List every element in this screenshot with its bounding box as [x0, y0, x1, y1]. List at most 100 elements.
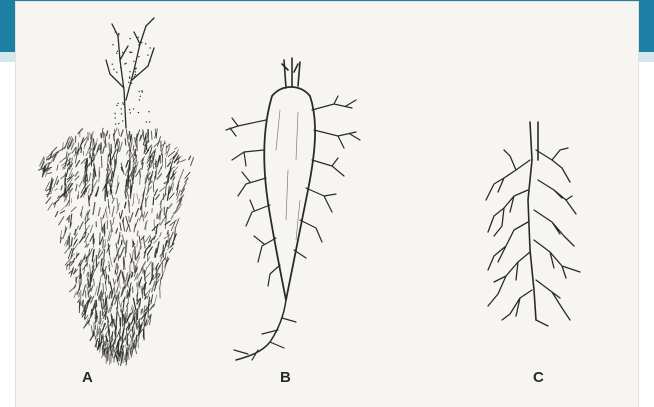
fibrous-root-hair	[109, 134, 110, 138]
fibrous-root-hair	[126, 130, 127, 139]
fibrous-root-hair	[115, 263, 117, 273]
fibrous-root-texture	[135, 74, 136, 75]
fibrous-root-texture	[138, 37, 139, 38]
fibrous-root-hair	[144, 146, 145, 154]
fibrous-root-hair	[139, 280, 140, 288]
fibrous-root-hair	[169, 232, 173, 242]
fibrous-root-hair	[141, 286, 142, 295]
fibrous-root-hair	[157, 137, 160, 147]
fibrous-root-texture	[150, 60, 151, 61]
fibrous-root-texture	[135, 68, 136, 69]
fibrous-root-hair	[103, 240, 104, 248]
fibrous-root-texture	[115, 123, 116, 124]
fibrous-root-hair	[91, 286, 93, 292]
fibrous-root-hair	[48, 203, 53, 210]
fibrous-root-hair	[60, 158, 66, 163]
fibrous-root-hair	[71, 207, 76, 212]
fibrous-root-hair	[100, 237, 103, 245]
fibrous-root-hair	[61, 205, 66, 210]
fibrous-root-hair	[114, 254, 117, 262]
fibrous-root-texture	[118, 34, 119, 35]
fibrous-root-texture	[122, 102, 123, 103]
fibrous-root-hair	[139, 236, 140, 243]
fibrous-root-hair	[181, 160, 186, 162]
fibrous-root-texture	[112, 63, 113, 64]
fibrous-root-hair	[144, 306, 145, 314]
fibrous-root-hair	[119, 142, 120, 149]
fibrous-root-texture	[139, 91, 140, 92]
fibrous-root-hair	[174, 148, 177, 150]
fibrous-root-hair	[107, 317, 108, 322]
fibrous-root-hair	[75, 172, 78, 176]
fibrous-root-hair	[88, 196, 89, 206]
fibrous-root-hair	[146, 288, 152, 295]
fibrous-root-hair	[57, 180, 59, 184]
fibrous-root-texture	[124, 63, 125, 64]
fibrous-root-hair	[143, 191, 144, 198]
fibrous-root-texture	[141, 90, 142, 91]
fibrous-root-hair	[146, 138, 147, 150]
fibrous-root-hair	[105, 267, 107, 271]
fibrous-root-hair	[122, 339, 123, 349]
fibrous-root-hair	[86, 147, 89, 155]
fibrous-root-hair	[144, 212, 145, 217]
fibrous-root-texture	[148, 111, 149, 112]
fibrous-root-hair	[167, 231, 168, 235]
fibrous-root-hair	[69, 261, 70, 270]
label-c: C	[533, 369, 544, 386]
fibrous-root-texture	[128, 82, 129, 83]
fibrous-root-hair	[114, 129, 115, 136]
fibrous-root-hair	[169, 204, 173, 208]
fibrous-root-hair	[85, 254, 86, 259]
taproot-drawing	[226, 58, 360, 360]
fibrous-root-texture	[115, 31, 116, 32]
fibrous-root-hair	[90, 264, 91, 273]
fibrous-root-hair	[121, 130, 123, 136]
fibrous-root-hair	[103, 147, 105, 154]
fibrous-root-hair	[69, 193, 70, 206]
fibrous-root-hair	[146, 196, 148, 201]
fibrous-root-hair	[154, 295, 157, 307]
fibrous-root-hair	[109, 265, 110, 271]
fibrous-root-hair	[98, 326, 100, 334]
fibrous-root-texture	[117, 103, 118, 104]
fibrous-root-hair	[151, 131, 152, 139]
taproot-lateral-left	[226, 118, 280, 286]
fibrous-root-texture	[129, 109, 130, 110]
fibrous-root-hair	[142, 213, 143, 221]
fibrous-root-texture	[116, 72, 117, 73]
fibrous-root-hair	[136, 335, 137, 347]
fibrous-root-hair	[126, 216, 129, 226]
fibrous-root-hair	[80, 222, 84, 230]
fibrous-root-hair	[140, 243, 141, 249]
fibrous-root-texture	[139, 99, 140, 100]
branched-root-main	[528, 122, 538, 320]
fibrous-root-hair	[168, 232, 169, 242]
fibrous-root-hair	[132, 136, 133, 141]
fibrous-root-hair	[130, 253, 132, 260]
fibrous-root-hair	[143, 130, 144, 140]
fibrous-root-texture	[120, 67, 121, 68]
fibrous-root-hair	[160, 218, 165, 225]
fibrous-root-hair	[98, 283, 101, 295]
fibrous-root-hair	[55, 189, 57, 191]
fibrous-root-hair	[180, 169, 184, 179]
fibrous-root-drawing	[39, 18, 194, 366]
fibrous-root-hair	[77, 195, 78, 199]
fibrous-root-texture	[125, 63, 126, 64]
fibrous-root-hair	[91, 326, 92, 335]
fibrous-root-hair	[74, 226, 79, 235]
fibrous-root-texture	[118, 33, 119, 34]
fibrous-root-hair	[94, 279, 95, 286]
fibrous-root-hair	[169, 248, 173, 253]
branched-root-drawing	[486, 122, 580, 326]
fibrous-root-hair	[101, 293, 102, 301]
fibrous-root-hair	[132, 250, 134, 262]
fibrous-root-hair	[53, 147, 57, 151]
fibrous-root-hair	[125, 272, 128, 283]
taproot-stem	[282, 58, 300, 88]
fibrous-root-hair	[130, 142, 132, 151]
fibrous-root-hair	[140, 171, 141, 177]
taproot-texture	[276, 110, 300, 240]
